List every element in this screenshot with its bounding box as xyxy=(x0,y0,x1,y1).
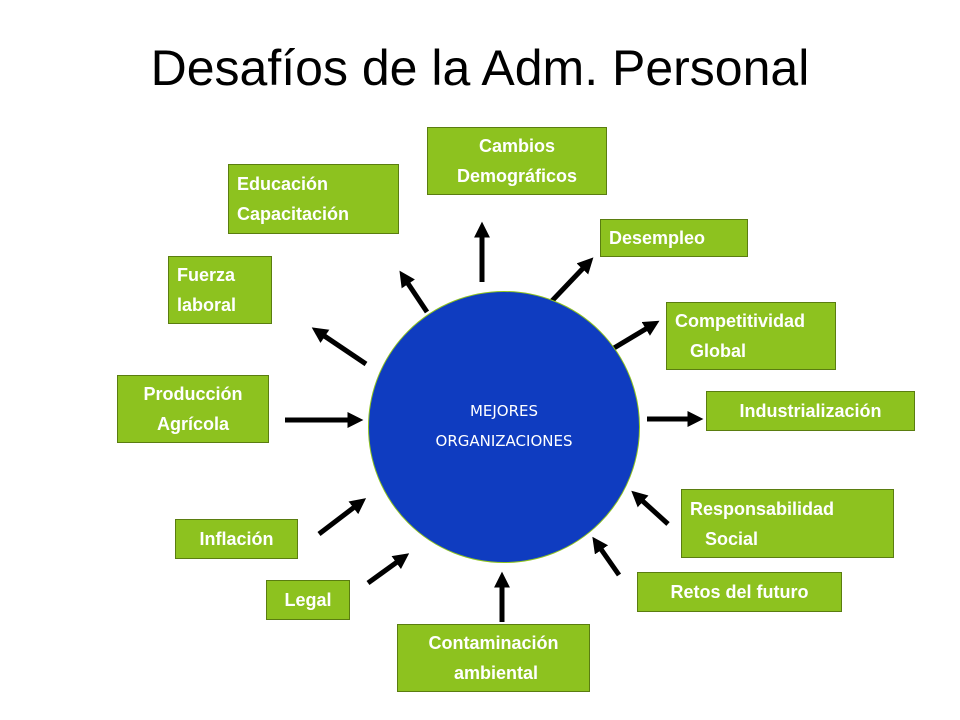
arrow-responsabilidad-icon xyxy=(631,490,670,526)
box-competitividad-global: Competitividad Global xyxy=(666,302,836,370)
box-inflacion: Inflación xyxy=(175,519,298,559)
box-cambios-demograficos: Cambios Demográficos xyxy=(427,127,607,195)
box-educacion-capacitacion: Educación Capacitación xyxy=(228,164,399,234)
box-desempleo: Desempleo xyxy=(600,219,748,257)
box-fuerza-laboral: Fuerza laboral xyxy=(168,256,272,324)
box-contaminacion-ambiental: Contaminación ambiental xyxy=(397,624,590,692)
center-circle-group: MEJORES ORGANIZACIONES xyxy=(368,291,640,563)
arrow-competitividad-icon xyxy=(607,320,660,354)
slide-title: Desafíos de la Adm. Personal xyxy=(150,40,810,96)
box-responsabilidad-social: Responsabilidad Social xyxy=(681,489,894,558)
center-label-line2: ORGANIZACIONES xyxy=(435,432,573,450)
arrow-retos-icon xyxy=(592,536,622,577)
arrow-desempleo-icon xyxy=(547,257,594,306)
center-circle xyxy=(368,291,640,563)
box-retos-del-futuro: Retos del futuro xyxy=(637,572,842,612)
box-legal: Legal xyxy=(266,580,350,620)
arrow-inflacion-icon xyxy=(317,498,367,536)
arrow-legal-icon xyxy=(366,553,410,586)
center-label-line1: MEJORES xyxy=(469,402,539,420)
box-industrializacion: Industrialización xyxy=(706,391,915,431)
arrow-educacion-icon xyxy=(399,270,430,314)
box-produccion-agricola: Producción Agrícola xyxy=(117,375,269,443)
arrow-fuerza-icon xyxy=(311,327,368,367)
